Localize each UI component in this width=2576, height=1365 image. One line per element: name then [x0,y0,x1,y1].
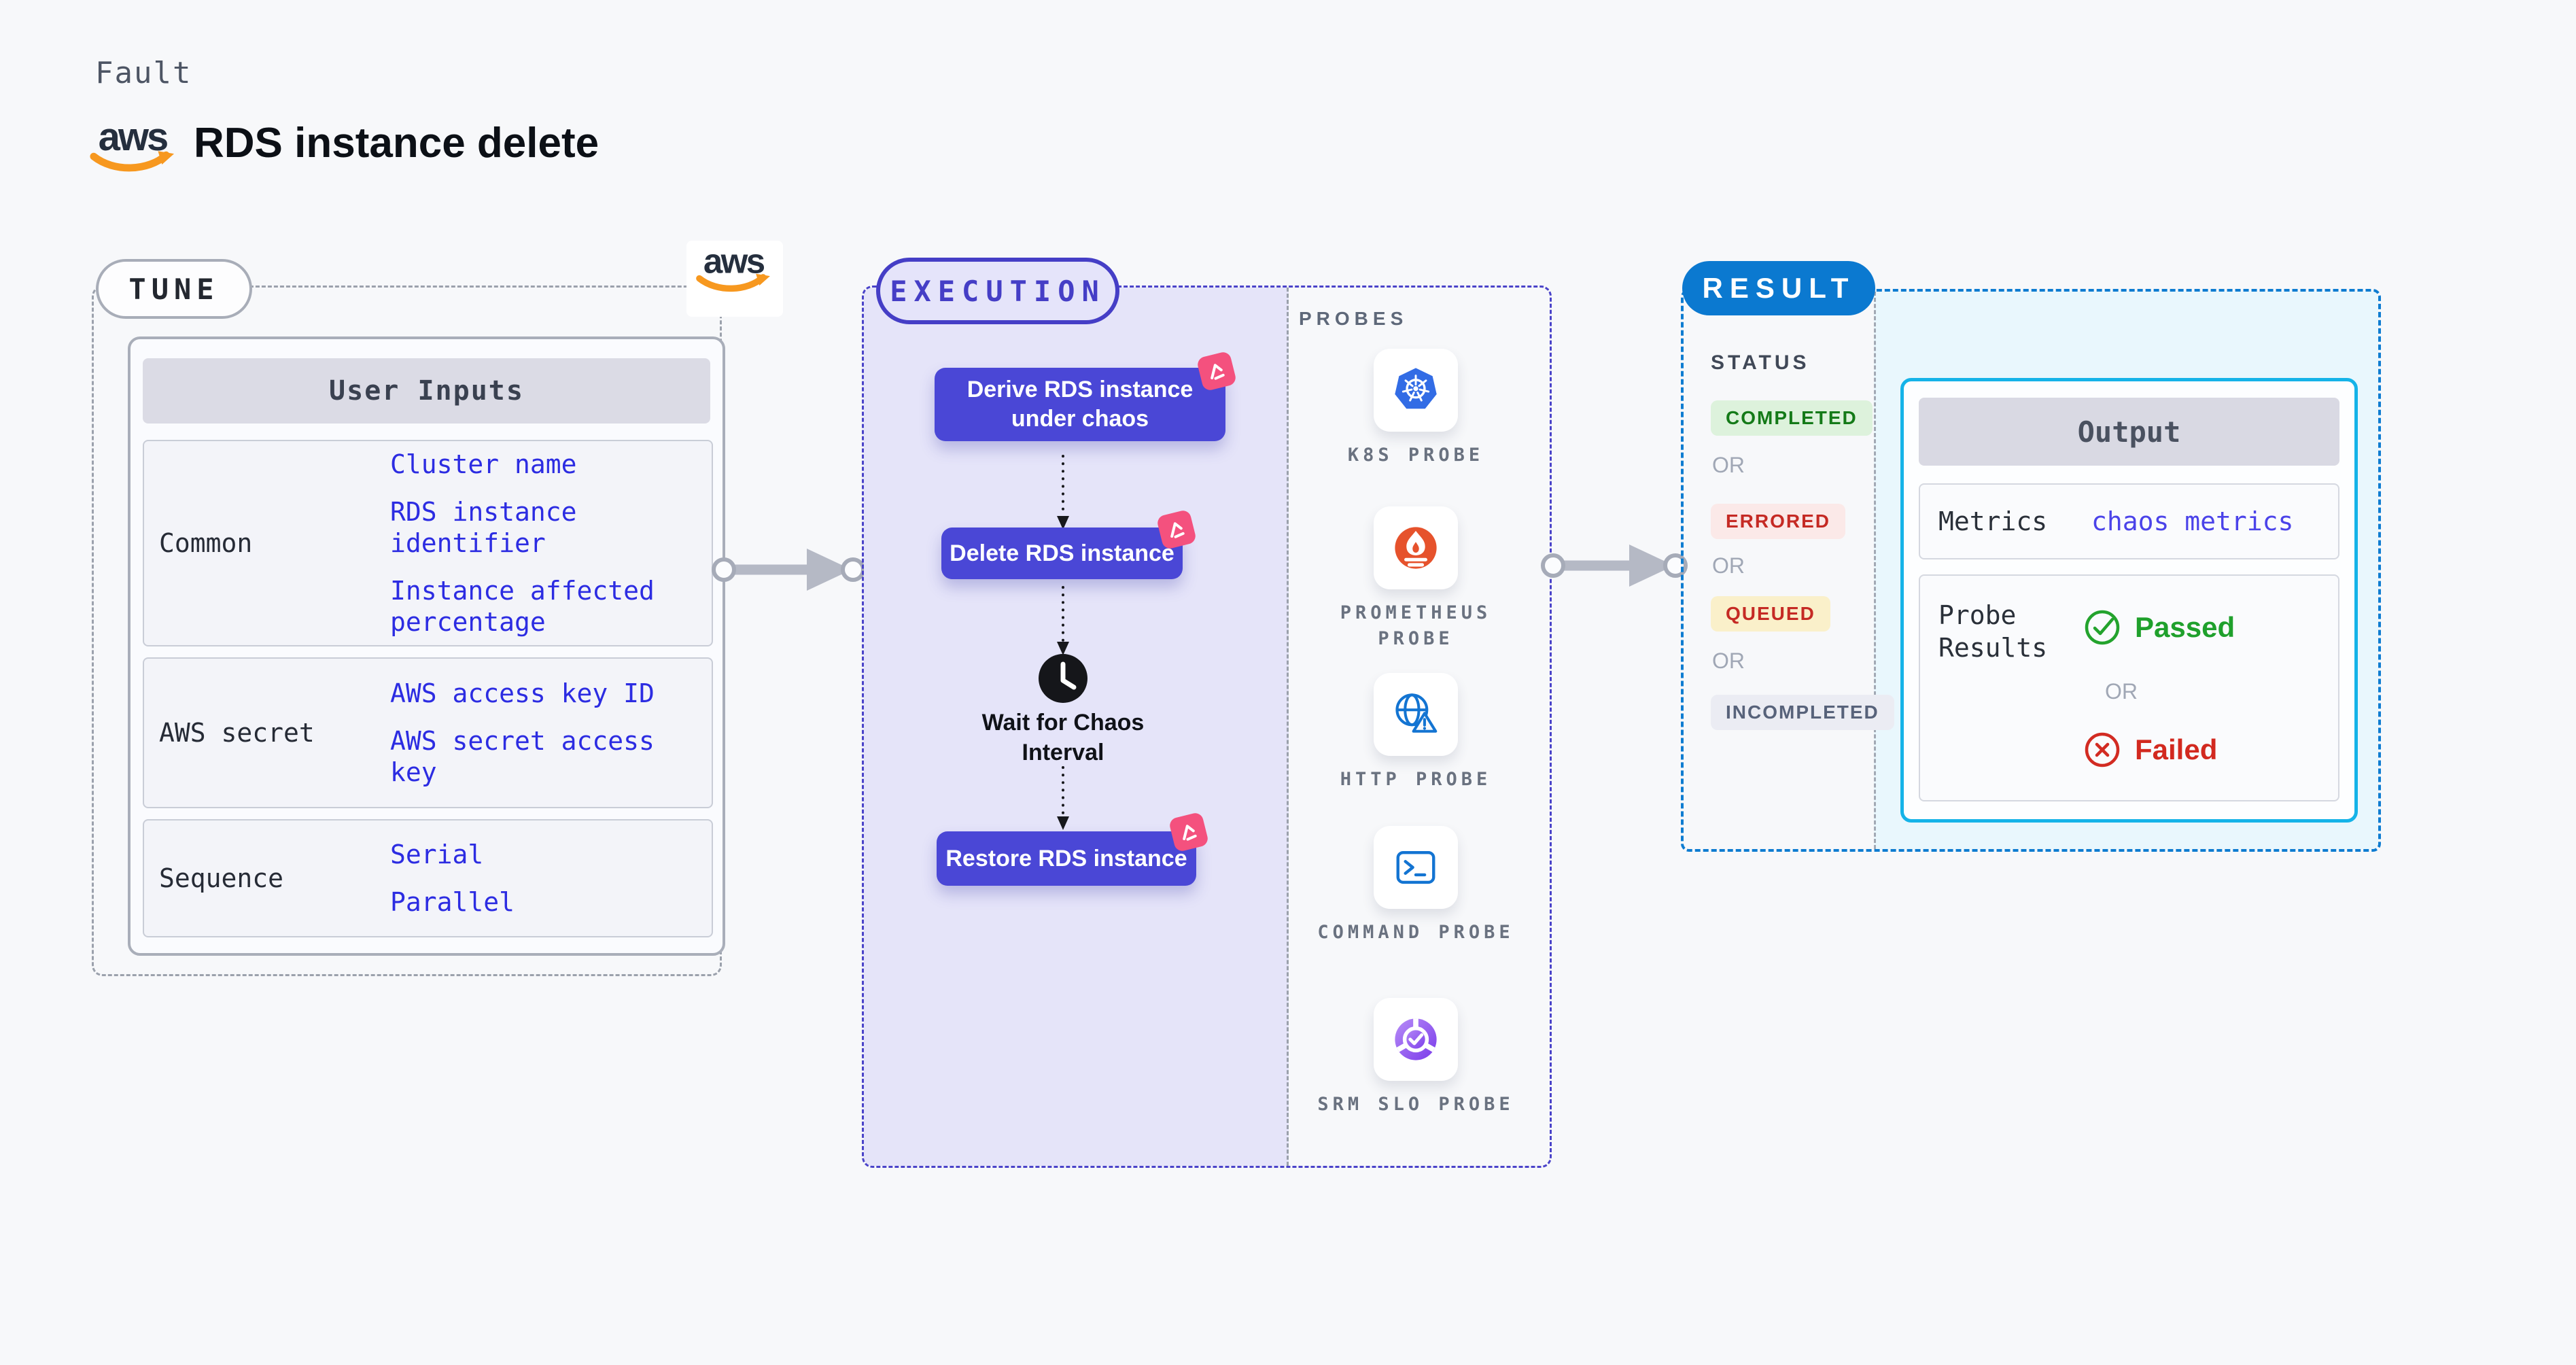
step-label: Delete RDS instance [950,540,1174,566]
tune-badge: TUNE [96,259,252,319]
input-group-label: Common [159,528,253,558]
terminal-icon [1396,850,1435,884]
output-panel: Output Metrics chaos metrics Probe Resul… [1900,378,2358,823]
input-group-common: Common Cluster name RDS instance identif… [143,440,713,646]
result-section: RESULT STATUS COMPLETED OR ERRORED OR QU… [1681,261,2381,852]
metrics-label: Metrics [1938,506,2048,536]
input-value: AWS access key ID [390,678,655,708]
input-value: Serial [390,840,484,869]
chaos-fault-icon [1168,811,1210,853]
passed-label: Passed [2135,611,2235,643]
output-header: Output [1919,398,2339,466]
input-group-label: Sequence [159,863,284,893]
step-restore-rds-instance: Restore RDS instance [937,811,1210,886]
clock-icon [1039,654,1087,703]
page-title: RDS instance delete [194,120,599,167]
aws-logo-small: aws [695,241,772,298]
wait-for-chaos-interval-label: Wait for Chaos Interval [981,710,1145,765]
input-group-label: AWS secret [159,718,315,748]
input-group-values: AWS access key ID AWS secret access key [390,678,703,788]
probe-result-passed: Passed [2083,608,2235,646]
probes-title: PROBES [1299,308,1408,329]
failed-label: Failed [2135,733,2218,765]
connector-arrow [1057,586,1069,655]
tune-section: TUNE User Inputs Common Cluster name RDS… [92,259,725,976]
step-label: Derive RDS instance under chaos [967,377,1194,432]
prometheus-icon [1395,527,1437,569]
check-circle-icon [2085,610,2120,645]
aws-logo-text: aws [98,115,169,159]
flow-arrow-tune-to-execution [712,549,865,591]
status-badge-completed: COMPLETED [1711,400,1873,436]
execution-section: EXECUTION Derive RDS instance under chao… [862,258,1552,1168]
probe-label-http: HTTP PROBE [1340,769,1492,790]
input-group-values: Cluster name RDS instance identifier Ins… [390,449,703,638]
input-value: Parallel [390,887,515,917]
or-separator: OR [2105,679,2138,704]
status-badge-incompleted: INCOMPLETED [1711,695,1894,730]
user-inputs-header: User Inputs [143,358,710,424]
input-value: AWS secret access key [390,726,655,787]
or-separator: OR [1712,649,1745,673]
probe-card-srm-slo [1374,998,1458,1081]
metrics-value: chaos metrics [2091,506,2294,536]
probe-result-failed: Failed [2083,731,2217,769]
step-derive-rds-instance: Derive RDS instance under chaos [935,350,1238,441]
probe-label-prometheus: PROMETHEUS PROBE [1340,602,1492,649]
flow-arrow-execution-to-result [1541,545,1688,587]
step-delete-rds-instance: Delete RDS instance [941,508,1198,579]
input-value: RDS instance identifier [390,497,577,558]
step-label: Restore RDS instance [945,845,1187,871]
result-badge: RESULT [1682,261,1875,315]
user-inputs-card: User Inputs Common Cluster name RDS inst… [128,336,725,956]
aws-swoosh-icon [90,151,175,172]
output-metrics-row: Metrics chaos metrics [1919,483,2339,559]
probe-results-label: Probe Results [1938,600,2048,663]
fault-kicker: Fault [95,56,192,90]
status-badge-errored: ERRORED [1711,504,1846,539]
connector-arrow [1057,766,1069,830]
probe-card-http [1374,673,1458,756]
aws-logo-text: aws [703,241,765,281]
srm-slo-icon [1395,1018,1437,1060]
input-value: Cluster name [390,449,577,479]
connector-arrow [1057,455,1069,530]
input-group-values: Serial Parallel [390,839,703,918]
input-group-aws-secret: AWS secret AWS access key ID AWS secret … [143,657,713,808]
input-group-sequence: Sequence Serial Parallel [143,819,713,937]
chaos-fault-icon [1155,508,1198,551]
execution-badge: EXECUTION [876,258,1119,324]
aws-logo: aws [88,115,177,179]
probe-label-command: COMMAND PROBE [1317,922,1514,943]
aws-swoosh-icon [696,273,770,292]
x-circle-icon [2085,732,2120,767]
probe-label-srm-slo: SRM SLO PROBE [1317,1094,1514,1115]
status-title: STATUS [1711,351,1810,374]
status-badge-queued: QUEUED [1711,596,1830,632]
chaos-fault-icon [1196,350,1238,392]
or-separator: OR [1712,553,1745,578]
probe-label-k8s: K8S PROBE [1347,445,1484,466]
probe-card-command [1374,826,1458,909]
probe-card-k8s [1374,349,1458,432]
or-separator: OR [1712,453,1745,477]
input-value: Instance affected percentage [390,576,655,637]
output-probe-results-row: Probe Results Passed OR Failed [1919,574,2339,801]
probe-card-prometheus [1374,506,1458,589]
http-globe-warning-icon [1395,693,1438,733]
kubernetes-icon [1395,368,1437,409]
